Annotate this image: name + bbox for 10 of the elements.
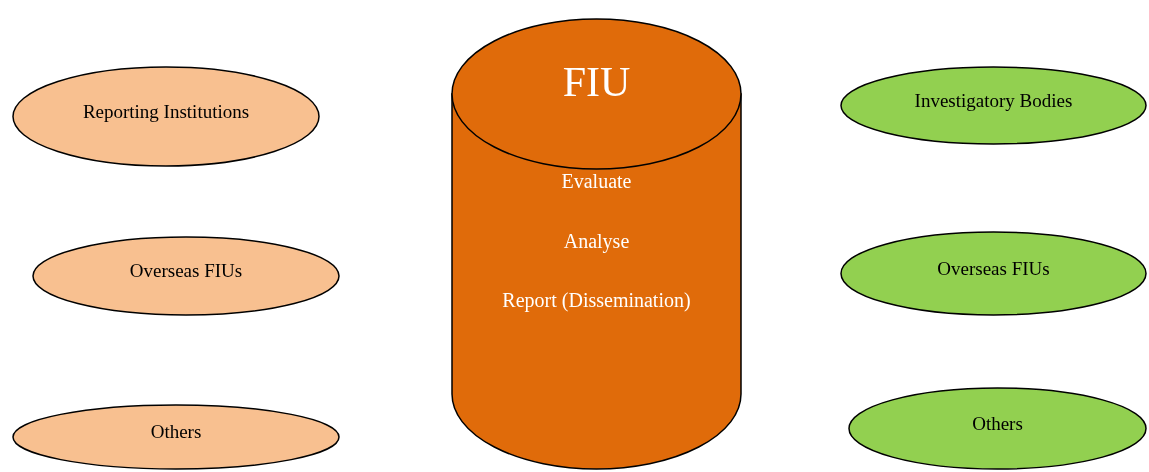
- node-label: Reporting Institutions: [82, 100, 250, 123]
- cylinder-heading: FIU: [562, 58, 631, 106]
- cylinder-text: Evaluate: [561, 169, 632, 193]
- node-label: Overseas FIUs: [937, 257, 1050, 280]
- node-label: Others: [972, 412, 1023, 435]
- node-label: Investigatory Bodies: [914, 89, 1073, 112]
- cylinder-text: Analyse: [563, 229, 630, 253]
- node-label: Others: [150, 421, 202, 443]
- cylinder-text: Report (Dissemination): [502, 288, 691, 312]
- node-label: Overseas FIUs: [129, 260, 243, 282]
